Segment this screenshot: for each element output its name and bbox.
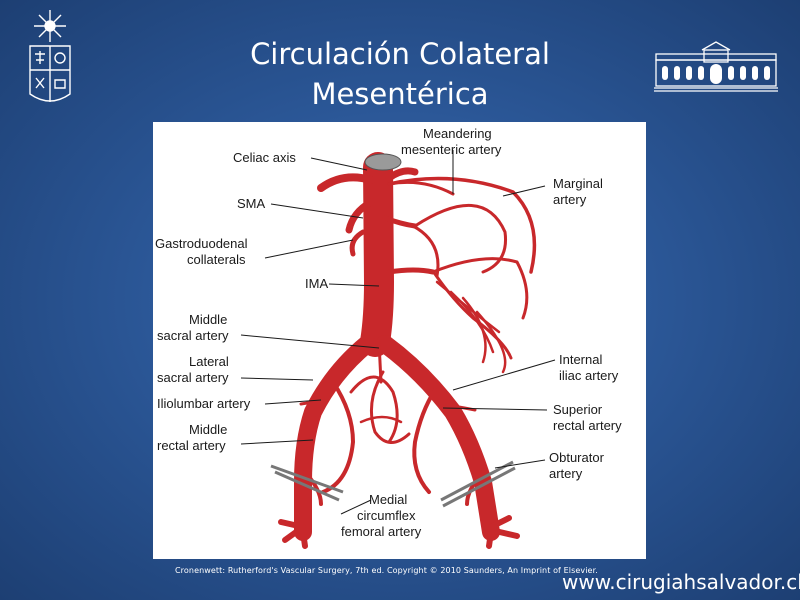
label-meandering-2: mesenteric artery xyxy=(401,142,502,157)
title-line-1: Circulación Colateral xyxy=(250,37,550,71)
label-lateral-sacral-2: sacral artery xyxy=(157,370,229,385)
label-middle-rectal-2: rectal artery xyxy=(157,438,226,453)
label-medial-circ-2: circumflex xyxy=(357,508,416,523)
label-celiac-axis: Celiac axis xyxy=(233,150,296,165)
label-obturator-1: Obturator xyxy=(549,450,605,465)
labels: Celiac axis SMA Gastroduodenal collatera… xyxy=(155,126,622,539)
ligaments xyxy=(270,460,516,508)
collateral-circulation-diagram: Celiac axis SMA Gastroduodenal collatera… xyxy=(155,126,622,549)
label-superior-rectal-2: rectal artery xyxy=(553,418,622,433)
label-ima: IMA xyxy=(305,276,328,291)
vessels xyxy=(278,152,537,549)
label-iliolumbar: Iliolumbar artery xyxy=(157,396,251,411)
label-middle-sacral-2: sacral artery xyxy=(157,328,229,343)
label-marginal-2: artery xyxy=(553,192,587,207)
image-caption: Cronenwett: Rutherford's Vascular Surger… xyxy=(175,566,598,575)
diagram-panel: Celiac axis SMA Gastroduodenal collatera… xyxy=(153,122,646,559)
label-medial-circ-3: femoral artery xyxy=(341,524,422,539)
label-internal-iliac-1: Internal xyxy=(559,352,602,367)
label-middle-sacral-1: Middle xyxy=(189,312,227,327)
label-gastroduodenal-2: collaterals xyxy=(187,252,246,267)
hospital-building-icon xyxy=(652,40,780,94)
label-middle-rectal-1: Middle xyxy=(189,422,227,437)
title-line-2: Mesentérica xyxy=(311,77,489,111)
label-marginal-1: Marginal xyxy=(553,176,603,191)
label-internal-iliac-2: iliac artery xyxy=(559,368,619,383)
university-crest-icon xyxy=(22,8,78,112)
label-lateral-sacral-1: Lateral xyxy=(189,354,229,369)
website-url: www.cirugiahsalvador.cl xyxy=(562,570,800,594)
label-superior-rectal-1: Superior xyxy=(553,402,603,417)
label-obturator-2: artery xyxy=(549,466,583,481)
left-common-iliac xyxy=(294,335,376,541)
aorta xyxy=(360,152,394,357)
label-meandering-1: Meandering xyxy=(423,126,492,141)
label-gastroduodenal-1: Gastroduodenal xyxy=(155,236,248,251)
label-sma: SMA xyxy=(237,196,266,211)
slide-title: Circulación Colateral Mesentérica xyxy=(230,34,570,114)
right-common-iliac xyxy=(376,335,500,541)
label-medial-circ-1: Medial xyxy=(369,492,407,507)
leader-lines xyxy=(240,150,556,515)
